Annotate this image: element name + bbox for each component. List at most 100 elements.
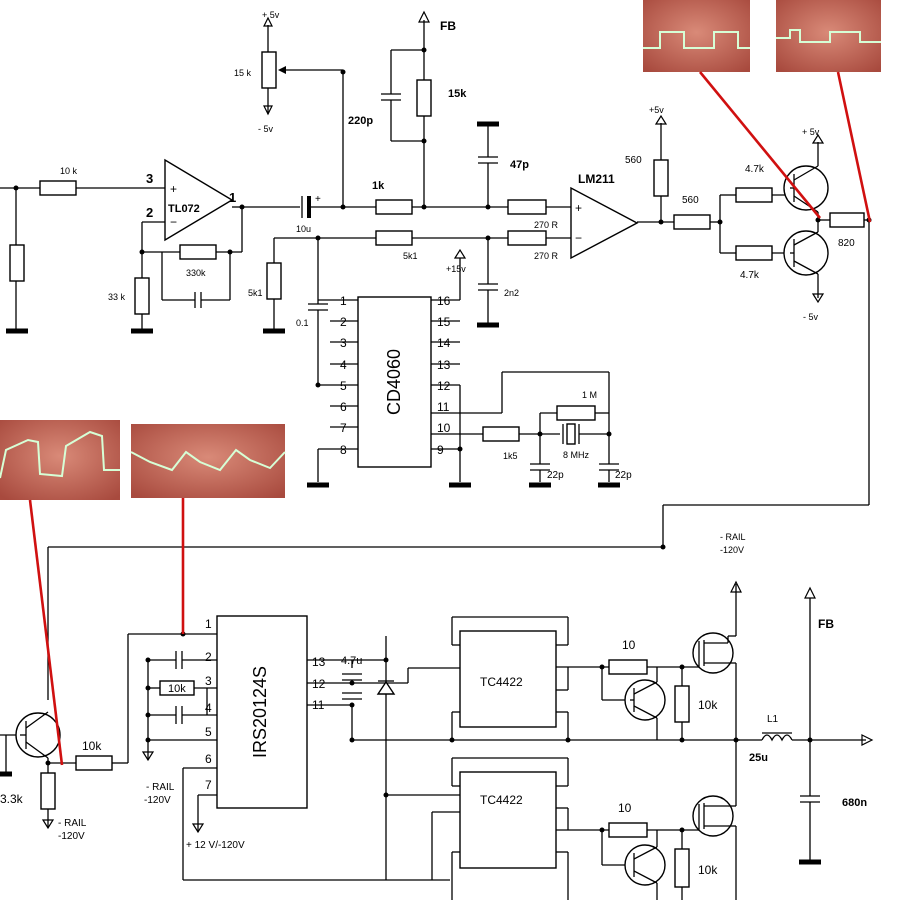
r-47k-b-label: 4.7k [740,270,760,281]
r-5k1-a-label: 5k1 [248,288,263,298]
svg-text:−: − [170,215,177,229]
lm211-comparator [570,186,639,260]
tl072-label: TL072 [168,203,200,215]
c-220p-label: 220p [348,115,373,127]
crystal-8mhz [566,423,576,445]
cd-pin-16: 16 [437,294,451,308]
input-shunt-resistor [9,244,25,282]
resistor-820 [829,212,865,228]
l1-label: L1 [767,714,779,725]
tl072-pin2: 2 [146,205,153,220]
svg-text:+: + [170,182,177,196]
resistor-10k-gate-low [674,848,690,888]
cd-pin-13: 13 [437,358,451,372]
svg-text:+: + [575,201,582,215]
r-10k-in-label: 10 k [60,166,78,176]
scope-photo-top-2 [776,0,881,72]
tc4422-a-label: TC4422 [480,675,523,689]
tl072-pin1: 1 [229,190,236,205]
gate-driver-high: TC4422 10 10k [352,532,746,743]
cd-pin-15: 15 [437,315,451,329]
npn-transistor-top [783,165,829,211]
tc4422-high [459,630,557,728]
comparator-stage: 5k1 0.1 5k1 2n2 +15v 270 R 270 R + − LM2… [47,105,872,700]
rail-mid-label-2: -120V [144,795,171,806]
svg-text:+: + [315,194,321,205]
resistor-10k-gate-high [674,685,690,723]
c-47p-label: 47p [510,159,529,171]
resistor-560-series [673,214,711,230]
cd-pin-8: 8 [340,443,347,457]
irs-driver: IRS20124S 1 2 3 4 5 6 7 13 12 11 10k [127,615,450,881]
resistor-4k7-top [735,187,773,203]
r-1k-label: 1k [372,180,385,192]
svg-text:−: − [575,231,582,245]
c-2n2-label: 2n2 [504,288,519,298]
output-filter: L1 25u FB 680n [736,586,874,865]
supply-bottom-label: + 12 V/-120V [186,840,245,851]
r-10k-gb-label: 10k [698,863,718,877]
r-270-a-label: 270 R [534,220,559,230]
rail-bottom-label-1: - RAIL [58,818,87,829]
tc4422-b-label: TC4422 [480,793,523,807]
r-10k-irs-label: 10k [168,683,186,695]
irs-pin-12: 12 [312,677,326,691]
c-680n-label: 680n [842,797,867,809]
cd-pin-6: 6 [340,400,347,414]
resistor-10-low [608,822,648,838]
q-plus-5v: + 5v [802,127,820,137]
irs20124s-label: IRS20124S [250,666,270,758]
pnp-discharge-low [624,844,666,886]
scope-photo-top-1 [643,0,750,72]
gate-driver-low: TC4422 10 10k [386,737,739,900]
lm211-label: LM211 [578,172,615,186]
input-stage: 10 k + − TL072 3 2 1 33 k 330k [0,158,376,334]
resistor-10k-base [75,755,113,771]
cd-pin-4: 4 [340,358,347,372]
irs-pin-7: 7 [205,778,212,792]
resistor-15k-fb [416,79,432,117]
cd4060-left-pins: 1 2 3 4 5 6 7 8 [318,294,358,457]
tc4422-low [459,771,557,869]
probe-line-2 [836,71,872,223]
cd4060-block: CD4060 1 2 3 4 5 6 7 8 [307,294,632,488]
r-1M-label: 1 M [582,390,597,400]
q-minus-5v: - 5v [803,312,819,322]
pot-15k [261,51,277,89]
plus-15v-label: +15v [446,264,466,274]
cd-pin-1: 1 [340,294,347,308]
pnp-discharge-high [624,679,666,721]
cd4060-label: CD4060 [384,349,404,415]
r-820-label: 820 [838,238,855,249]
c-10u-label: 10u [296,224,311,234]
irs-pin-5: 5 [205,725,212,739]
resistor-270-a [507,199,547,215]
pot-15k-label: 15 k [234,68,252,78]
lm-plus-5v: +5v [649,105,664,115]
probe-line-3 [28,499,64,766]
resistor-270-b [507,230,547,246]
c-22p-b-label: 22p [615,470,632,481]
r-330k-label: 330k [186,268,206,278]
irs-pin-3: 3 [205,674,212,688]
fb-top-label: FB [440,19,456,33]
l1-value-label: 25u [749,752,768,764]
pot-plus-5v: + 5v [262,10,280,20]
resistor-1M [556,405,596,421]
resistor-330k [179,244,217,260]
r-10k-base-label: 10k [82,739,102,753]
r-47k-a-label: 4.7k [745,164,765,175]
resistor-1k [375,199,413,215]
tl072-pin3: 3 [146,171,153,186]
fb-right-label: FB [818,617,834,631]
rail-mid-label-1: - RAIL [146,782,175,793]
resistor-5k1-horizontal [375,230,413,246]
rail-top-label-2: -120V [720,545,744,555]
c-22p-a-label: 22p [547,470,564,481]
rail-bottom-label-2: -120V [58,831,85,842]
cd-pin-9: 9 [437,443,444,457]
irs-pin-1: 1 [205,617,212,631]
resistor-1k5 [482,426,520,442]
irs-pin-2: 2 [205,650,212,664]
cd-pin-14: 14 [437,336,451,350]
